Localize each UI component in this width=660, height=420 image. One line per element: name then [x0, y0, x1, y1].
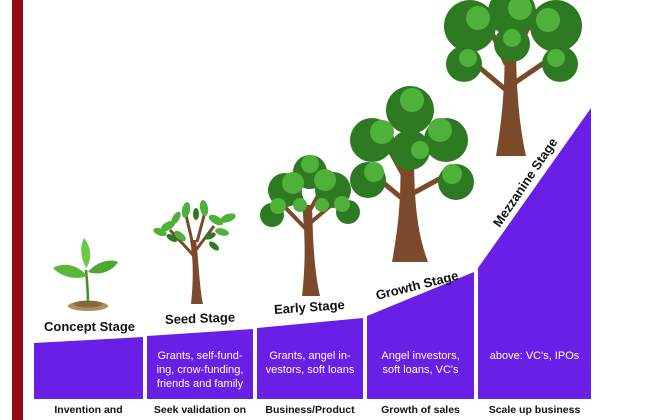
stage-footer-mezzanine: Scale up business [488, 404, 581, 416]
stage-block-seed [147, 329, 253, 399]
stage-title-seed: Seed Stage [164, 309, 236, 327]
left-accent-bar [12, 0, 23, 420]
description-line: friends and family [156, 378, 244, 390]
description-line: Angel investors, [381, 350, 460, 362]
big-tree-icon [444, 0, 582, 156]
stage-description-mezzanine: above: VC's, IPOs [481, 349, 588, 363]
small-tree-icon [153, 200, 236, 304]
description-line: above: VC's, IPOs [489, 350, 580, 362]
stage-footer-early: Business/Product [265, 404, 355, 416]
description-line: Grants, self-fund- [157, 350, 243, 362]
description-line: vestors, soft loans [265, 364, 355, 376]
stage-footer-seed: Seek validation on [153, 404, 247, 416]
stage-description-early: Grants, angel in- vestors, soft loans [260, 349, 360, 377]
sprout-icon [53, 238, 118, 311]
stage-footer-concept: Invention and [54, 404, 123, 416]
medium-tree-icon [260, 155, 360, 296]
stage-footer-growth: Growth of sales [381, 404, 460, 416]
large-tree-icon [350, 86, 474, 262]
stage-description-seed: Grants, self-fund- ing, crow-funding, fr… [150, 349, 250, 391]
stage-block-early [257, 318, 363, 399]
stage-block-mezzanine [478, 108, 591, 399]
stage-block-concept [34, 337, 143, 399]
stage-description-growth: Angel investors, soft loans, VC's [370, 349, 471, 377]
description-line: Grants, angel in- [269, 350, 351, 362]
description-line: ing, crow-funding, [156, 364, 244, 376]
description-line: soft loans, VC's [382, 364, 459, 376]
stage-block-growth [367, 272, 474, 399]
stage-title-concept: Concept Stage [44, 319, 136, 334]
